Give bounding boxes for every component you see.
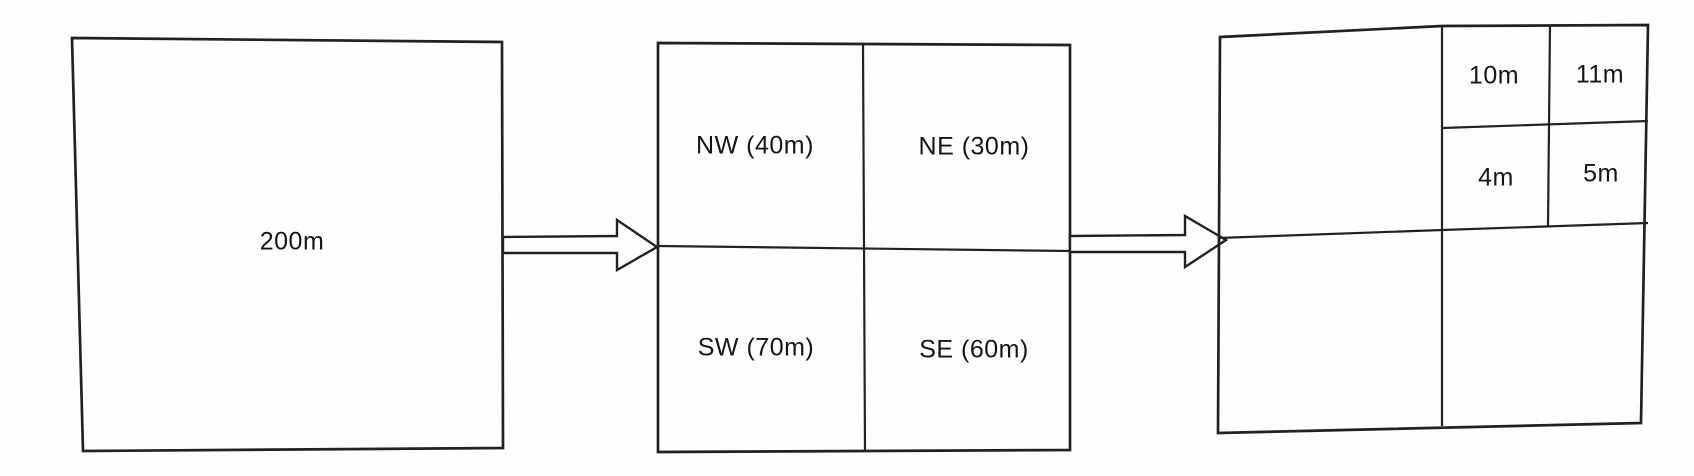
stage3-cell-11m-label: 11m — [1575, 60, 1625, 89]
stage3-cell-4m-label: 4m — [1478, 163, 1514, 192]
stage1-size-label: 200m — [259, 227, 325, 256]
stage2-nw-label: NW (40m) — [696, 131, 814, 160]
arrow-right-icon-2 — [1068, 213, 1229, 270]
stage3-sub-horizontal-divider — [1441, 119, 1649, 130]
stage3-sub-vertical-divider — [1546, 24, 1552, 227]
stage2-sw-label: SW (70m) — [697, 333, 815, 362]
stage2-horizontal-divider — [657, 244, 1071, 253]
stage1-square — [70, 36, 505, 453]
stage2-square — [656, 41, 1072, 454]
stage3-horizontal-divider — [1217, 221, 1649, 240]
stage2-ne-label: NE (30m) — [918, 132, 1030, 161]
stage3-cell-10m-label: 10m — [1468, 61, 1520, 90]
stage3-cell-5m-label: 5m — [1583, 159, 1619, 188]
arrow-right-icon-1 — [501, 217, 660, 273]
stage2-se-label: SE (60m) — [919, 335, 1029, 364]
